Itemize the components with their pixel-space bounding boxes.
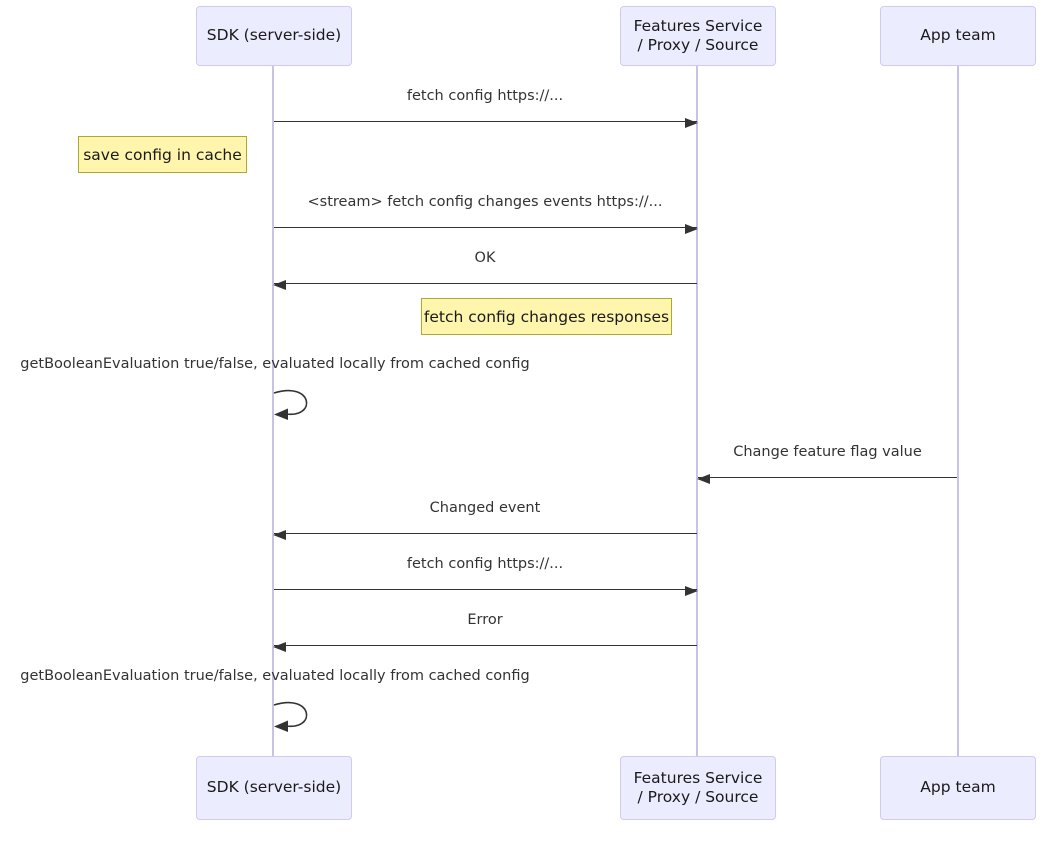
message-arrow — [274, 117, 698, 128]
actor-features-label-line2: / Proxy / Source — [637, 36, 759, 54]
arrowhead-right-icon — [685, 117, 698, 128]
arrowhead-left-icon — [273, 279, 286, 290]
actor-app-team-label: App team — [920, 26, 996, 45]
self-loop-arrow-icon — [273, 389, 308, 420]
actor-features-top: Features Service / Proxy / Source — [620, 6, 776, 66]
message-arrow — [273, 529, 697, 540]
arrowhead-left-icon — [273, 529, 286, 540]
actor-features-bottom: Features Service / Proxy / Source — [620, 756, 776, 820]
actor-sdk-label: SDK (server-side) — [206, 778, 342, 797]
actor-app-team-bottom: App team — [880, 756, 1036, 820]
message-arrow — [273, 279, 697, 290]
self-message-label: getBooleanEvaluation true/false, evaluat… — [20, 668, 530, 684]
message-arrow — [273, 641, 697, 652]
note-save-config: save config in cache — [78, 136, 247, 173]
arrowhead-right-icon — [685, 585, 698, 596]
self-loop-arrow-icon — [273, 701, 308, 732]
actor-app-team-label: App team — [920, 778, 996, 797]
lifeline-sdk — [272, 66, 274, 757]
message-arrow — [274, 585, 698, 596]
arrowhead-left-icon — [273, 641, 286, 652]
self-message-label: getBooleanEvaluation true/false, evaluat… — [20, 356, 530, 372]
message-label: fetch config https://... — [406, 88, 564, 104]
arrowhead-left-icon — [697, 473, 710, 484]
actor-sdk-bottom: SDK (server-side) — [196, 756, 352, 820]
actor-features-label-line1: Features Service — [633, 16, 763, 35]
lifeline-app-team — [957, 66, 959, 757]
actor-app-team-top: App team — [880, 6, 1036, 66]
message-label: Changed event — [429, 500, 541, 516]
note-fetch-changes-responses: fetch config changes responses — [421, 298, 672, 335]
lifeline-features — [696, 66, 698, 757]
arrowhead-right-icon — [685, 223, 698, 234]
actor-sdk-label: SDK (server-side) — [206, 26, 342, 45]
actor-sdk-top: SDK (server-side) — [196, 6, 352, 66]
message-label: Change feature flag value — [733, 444, 922, 460]
message-label: <stream> fetch config changes events htt… — [307, 194, 663, 210]
message-label: Error — [467, 612, 503, 628]
actor-features-label-line2: / Proxy / Source — [637, 788, 759, 806]
actor-features-label-line1: Features Service — [633, 768, 763, 787]
message-arrow — [274, 223, 698, 234]
message-label: fetch config https://... — [406, 556, 564, 572]
message-label: OK — [474, 250, 496, 266]
message-arrow — [697, 473, 957, 484]
